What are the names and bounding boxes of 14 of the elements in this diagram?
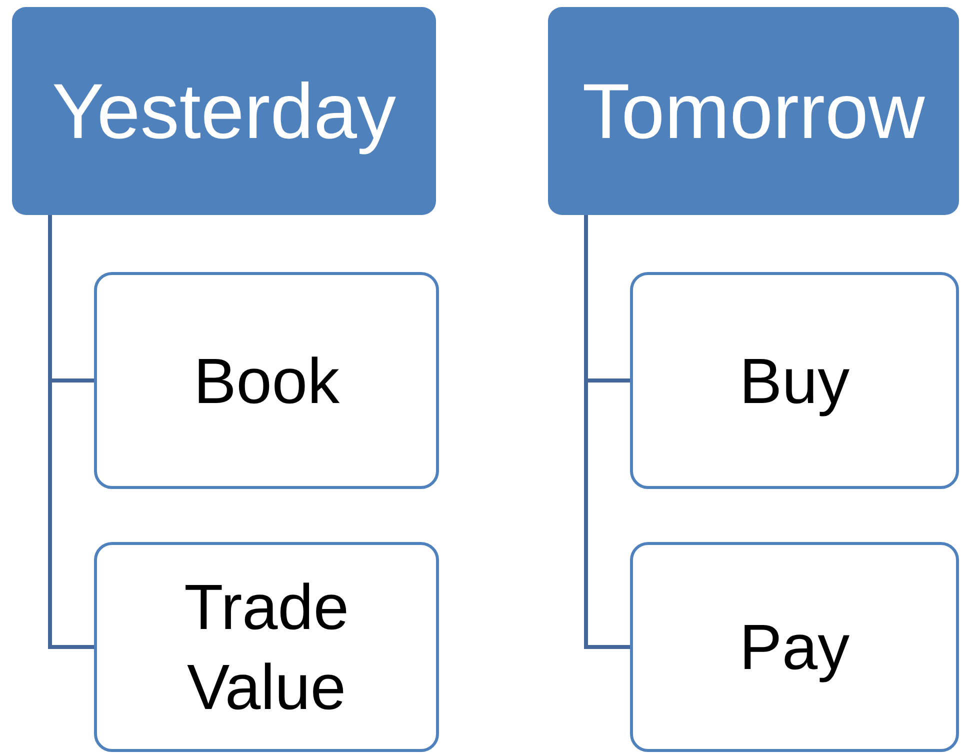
heading-box (12, 7, 436, 215)
connector-line (584, 215, 630, 649)
box-label: Book (194, 344, 340, 418)
box-label: Pay (739, 610, 850, 685)
box-label: Trade Value (183, 570, 350, 725)
item-box (94, 272, 439, 489)
item-box (630, 542, 959, 752)
box-label: Buy (739, 344, 850, 418)
item-box (630, 272, 959, 489)
box-label: Tomorrow (582, 66, 925, 156)
connector-line (48, 215, 94, 649)
heading-box (548, 7, 959, 215)
item-box (94, 542, 439, 752)
box-label: Yesterday (52, 66, 396, 156)
